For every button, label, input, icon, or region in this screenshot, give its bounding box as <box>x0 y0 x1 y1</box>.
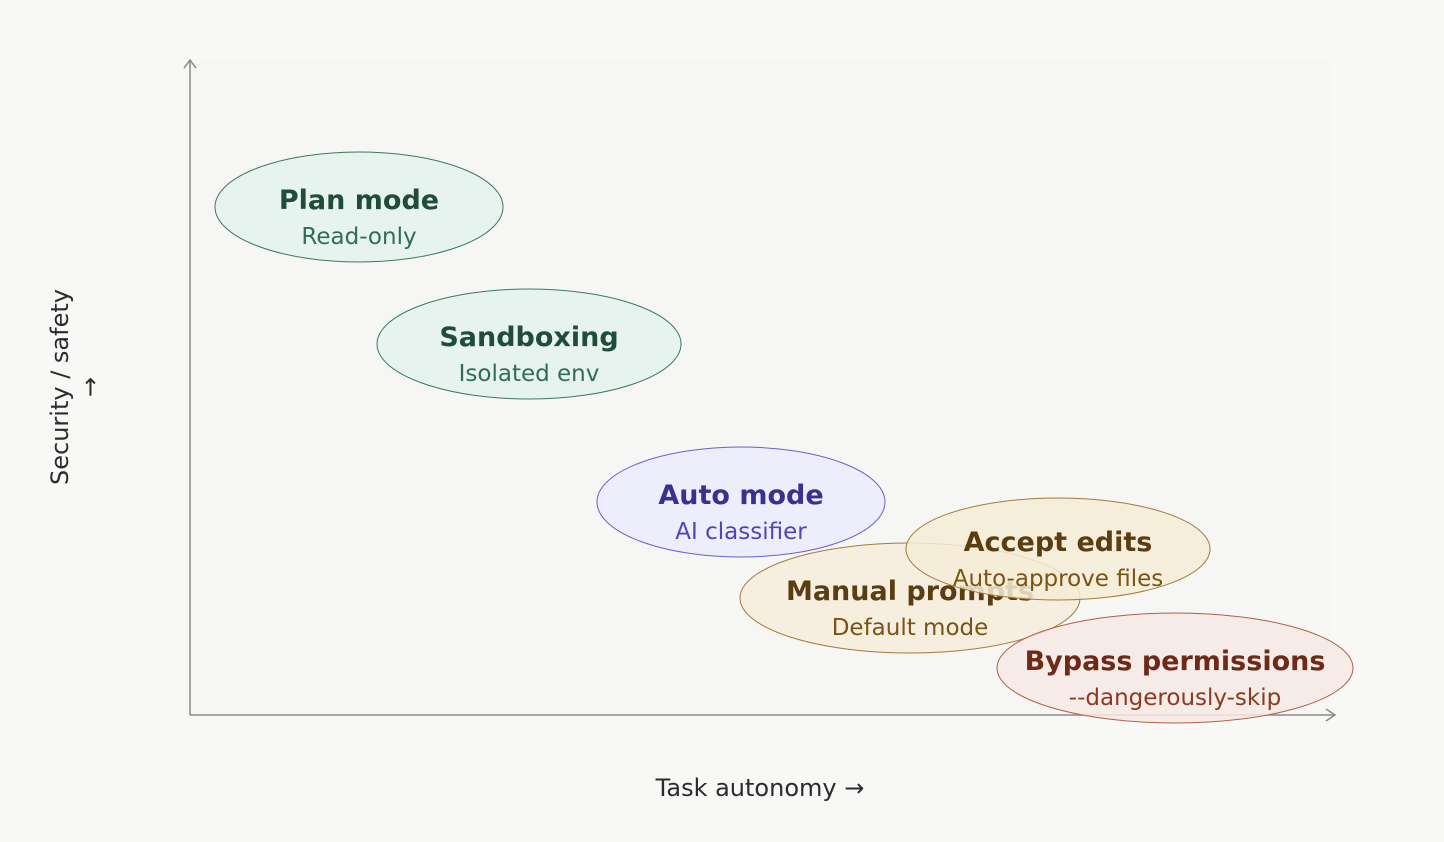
node-bypass-ellipse <box>996 612 1354 724</box>
node-plan-subtitle: Read-only <box>301 224 416 250</box>
node-accept-ellipse <box>905 497 1211 601</box>
node-sandbox-subtitle: Isolated env <box>459 361 600 387</box>
node-auto-subtitle: AI classifier <box>675 519 807 545</box>
y-axis-label: Security / safety → <box>46 289 104 485</box>
node-sandbox-title: Sandboxing <box>439 322 618 353</box>
x-axis-arrowhead <box>1325 708 1337 722</box>
node-plan-ellipse <box>214 151 504 263</box>
node-plan-title: Plan mode <box>279 185 439 216</box>
y-axis-arrowhead <box>183 58 197 69</box>
x-axis-label: Task autonomy → <box>655 774 865 802</box>
node-sandbox-ellipse <box>376 288 682 400</box>
node-manual-subtitle: Default mode <box>832 615 989 641</box>
node-auto: Auto mode AI classifier <box>596 446 886 558</box>
node-bypass: Bypass permissions --dangerously-skip <box>996 612 1354 724</box>
node-auto-ellipse <box>596 446 886 558</box>
node-auto-title: Auto mode <box>658 480 823 511</box>
node-accept-title: Accept edits <box>964 527 1153 558</box>
node-accept-subtitle: Auto-approve files <box>953 566 1164 592</box>
node-bypass-subtitle: --dangerously-skip <box>1069 685 1281 711</box>
node-bypass-title: Bypass permissions <box>1025 646 1326 677</box>
